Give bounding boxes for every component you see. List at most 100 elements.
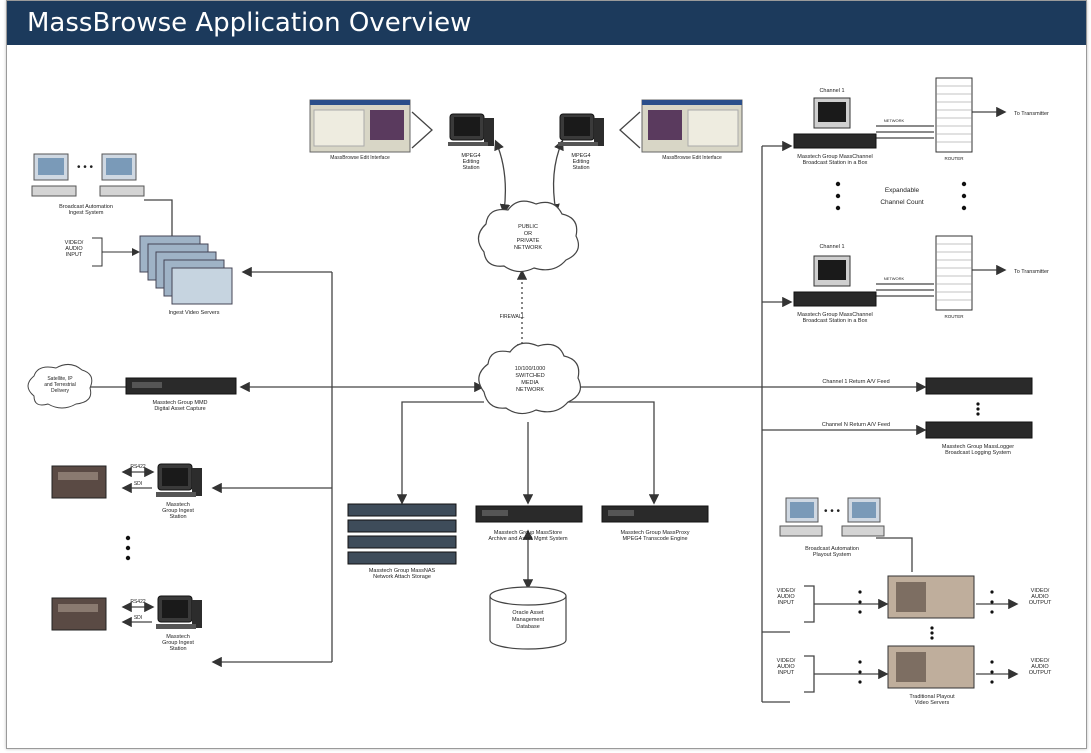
edit-interface-label-left: MassBrowse Edit Interface (330, 155, 390, 161)
playout-in-1-line3: INPUT (778, 600, 795, 606)
router-1: ROUTER (935, 77, 973, 161)
playout-out-2-line1: VIDEO/ (1031, 658, 1050, 664)
firewall-label: FIREWALL (500, 314, 525, 320)
massstore-line2: Archive and Asset Mgmt System (488, 536, 568, 542)
system-diagram: MassBrowse Edit Interface MassBrowse Edi… (27, 77, 1052, 706)
sdi-label-2: SDI (134, 615, 142, 621)
edit-interface-screen-left: MassBrowse Edit Interface (309, 99, 411, 161)
vertical-ellipsis-right (976, 402, 980, 416)
sdi-label-1: SDI (134, 481, 142, 487)
return-feed-1-label: Channel 1 Return A/V Feed (822, 379, 889, 385)
ellipsis-icon: • • • (77, 162, 94, 173)
playout-in-1-line1: VIDEO/ (777, 588, 796, 594)
media-network-line3: MEDIA (521, 380, 539, 386)
video-input-line1: VIDEO/ (65, 240, 84, 246)
video-input-line3: INPUT (66, 252, 83, 258)
router-2-label: ROUTER (945, 314, 965, 319)
broadcast-ingest-line2: Ingest System (69, 210, 104, 216)
to-transmitter-1: To Transmitter (1014, 111, 1049, 117)
public-network-line2: OR (524, 231, 532, 237)
ingest-station-1-line2: Group Ingest (162, 508, 194, 514)
massproxy-line1: Masstech Group MassProxy (620, 530, 689, 536)
masslogger-line1: Masstech Group MassLogger (942, 444, 1014, 450)
playout-out-2-line2: AUDIO (1031, 664, 1049, 670)
oracle-line2: Management (512, 617, 545, 623)
nas-line2: Network Attach Storage (373, 574, 431, 580)
mpeg4-left-line2: Editing (463, 159, 480, 165)
return-feed-1-unit (925, 377, 1033, 395)
router-2: ROUTER (935, 235, 973, 319)
public-network-line3: PRIVATE (517, 238, 540, 244)
satellite-line2: and Terrestrial (44, 382, 76, 388)
public-network-line4: NETWORK (514, 245, 542, 251)
satellite-line1: Satellite, IP (47, 376, 73, 382)
playout-automation-line1: Broadcast Automation (805, 546, 859, 552)
return-feed-n-label: Channel N Return A/V Feed (822, 422, 890, 428)
playout-out-1-line2: AUDIO (1031, 594, 1049, 600)
vertical-ellipsis-left (125, 535, 131, 561)
media-network-line1: 10/100/1000 (515, 366, 546, 372)
channel-1b-label: Channel 1 (819, 244, 844, 250)
ingest-station-2-line2: Group Ingest (162, 640, 194, 646)
to-transmitter-2: To Transmitter (1014, 269, 1049, 275)
mpeg4-right-line2: Editing (573, 159, 590, 165)
playout-out-1-line1: VIDEO/ (1031, 588, 1050, 594)
playout-in-2-line3: INPUT (778, 670, 795, 676)
edit-interface-label-right: MassBrowse Edit Interface (662, 155, 722, 161)
massstore-line1: Masstech Group MassStore (494, 530, 562, 536)
playout-in-1-line2: AUDIO (777, 594, 795, 600)
ingest-station-2-line3: Station (169, 646, 186, 652)
expandable-line2: Channel Count (880, 199, 924, 206)
satellite-line3: Delivery (51, 388, 70, 394)
broadcast-ingest-line1: Broadcast Automation (59, 204, 113, 210)
channel-1a-label: Channel 1 (819, 88, 844, 94)
massproxy-line2: MPEG4 Transcode Engine (622, 536, 687, 542)
masschannel-2-line2: Broadcast Station in a Box (803, 318, 868, 324)
ingest-station-1-line3: Station (169, 514, 186, 520)
media-network-line4: NETWORK (516, 387, 544, 393)
network-label-1: NETWORK (884, 118, 905, 123)
masschannel-1-line1: Masstech Group MassChannel (797, 154, 873, 160)
video-input-line2: AUDIO (65, 246, 83, 252)
rs422-label-2: RS422 (130, 599, 146, 605)
playout-automation-line2: Playout System (813, 552, 852, 558)
playout-in-2-line1: VIDEO/ (777, 658, 796, 664)
rs422-label-1: RS422 (130, 464, 146, 470)
public-network-line1: PUBLIC (518, 224, 538, 230)
network-label-2: NETWORK (884, 276, 905, 281)
router-1-label: ROUTER (945, 156, 965, 161)
mpeg4-left-line1: MPEG4 (461, 153, 480, 159)
playout-servers-line2: Video Servers (915, 700, 950, 706)
